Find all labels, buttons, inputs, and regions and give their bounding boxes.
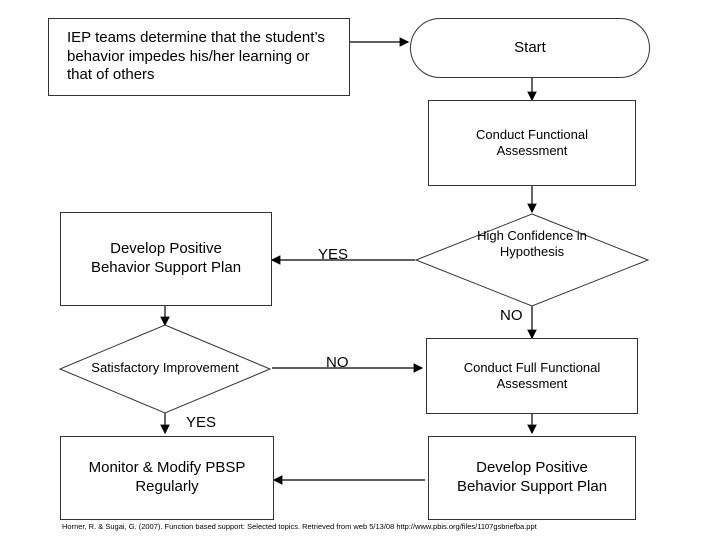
develop-pbsp-bottom-box: Develop Positive Behavior Support Plan — [428, 436, 636, 520]
develop-pbsp-bottom-text: Develop Positive Behavior Support Plan — [456, 459, 608, 495]
start-text: Start — [514, 38, 546, 56]
functional-assessment-text: Conduct Functional Assessment — [475, 126, 588, 158]
iep-text: IEP teams determine that the student’s b… — [67, 28, 325, 84]
monitor-text: Monitor & Modify PBSP Regularly — [88, 459, 246, 495]
monitor-box: Monitor & Modify PBSP Regularly — [60, 436, 274, 520]
develop-pbsp-left-text: Develop Positive Behavior Support Plan — [90, 240, 242, 276]
no-confidence-label: NO — [500, 307, 523, 324]
full-functional-assessment-text: Conduct Full Functional Assessment — [463, 359, 601, 391]
confidence-decision-text: High Confidence in Hypothesis — [477, 228, 587, 260]
functional-assessment-box: Conduct Functional Assessment — [428, 100, 636, 186]
no-satisfactory-label: NO — [326, 354, 349, 371]
yes-confidence-label: YES — [318, 246, 349, 263]
develop-pbsp-left-box: Develop Positive Behavior Support Plan — [60, 212, 272, 306]
satisfactory-decision-shape — [58, 324, 272, 414]
yes-satisfactory-label: YES — [186, 414, 217, 431]
iep-box: IEP teams determine that the student’s b… — [48, 18, 350, 96]
start-terminal: Start — [410, 18, 650, 78]
satisfactory-decision-text: Satisfactory Improvement — [91, 360, 239, 375]
full-functional-assessment-box: Conduct Full Functional Assessment — [426, 338, 638, 414]
confidence-decision-shape — [414, 213, 650, 307]
citation-text: Horner, R. & Sugai, G. (2007). Function … — [62, 522, 537, 531]
